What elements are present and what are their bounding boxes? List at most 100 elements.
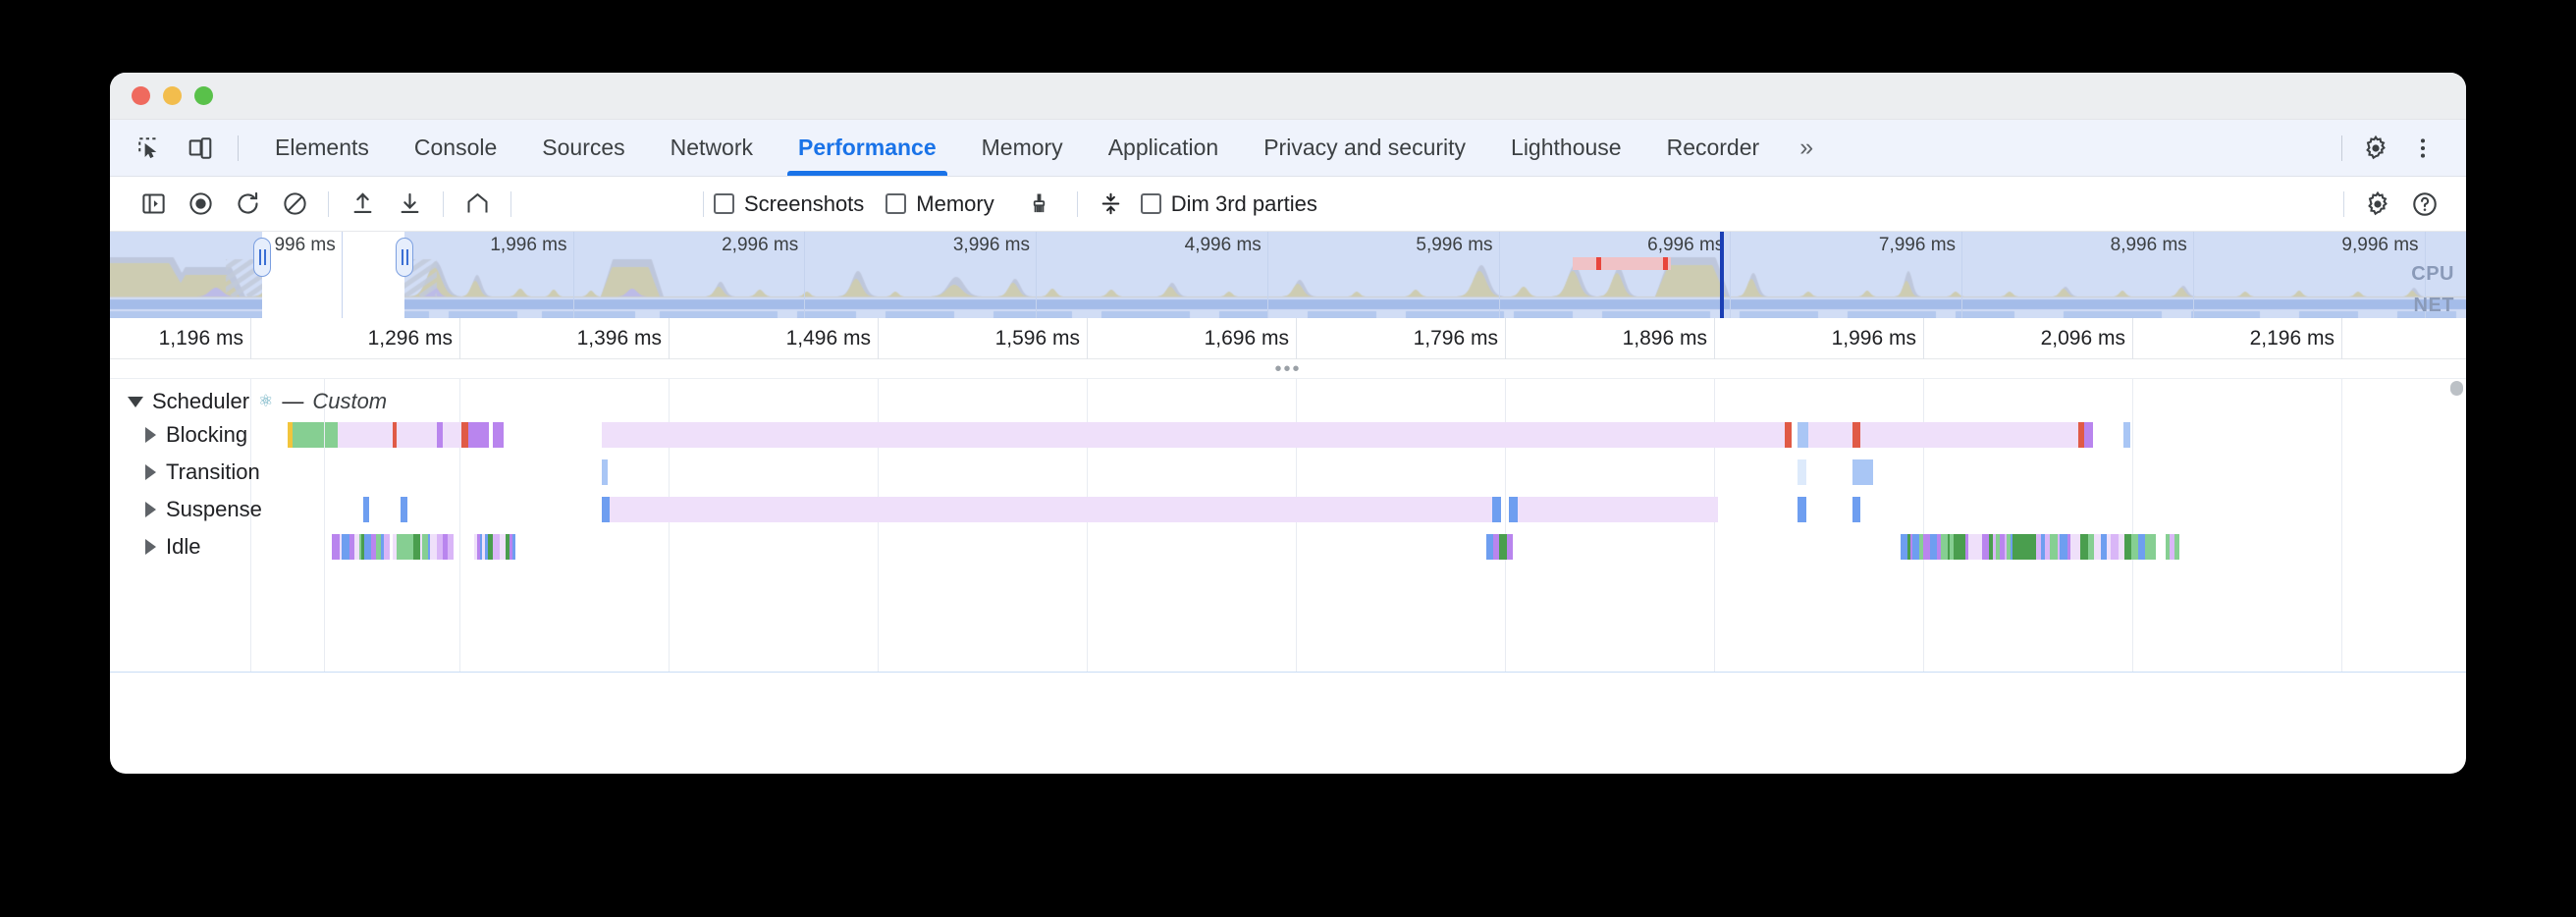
flame-segment[interactable] [2084, 422, 2093, 448]
reload-and-record-icon[interactable] [224, 185, 271, 224]
flame-segment[interactable] [401, 497, 407, 522]
flame-segment[interactable] [2131, 534, 2138, 560]
flame-segment[interactable] [1807, 422, 1852, 448]
flame-segment[interactable] [2010, 534, 2013, 560]
panel-resizer-handle[interactable]: ••• [110, 359, 2466, 379]
flame-segment[interactable] [1507, 534, 1513, 560]
flame-segment[interactable] [1982, 534, 1986, 560]
flame-segment[interactable] [2066, 534, 2070, 560]
flame-segment[interactable] [1499, 534, 1508, 560]
flame-segment[interactable] [1900, 534, 1908, 560]
flame-segment[interactable] [1852, 422, 1861, 448]
overview-long-task-marker[interactable] [1573, 257, 1671, 270]
flame-segment[interactable] [358, 534, 362, 560]
flame-segment[interactable] [467, 422, 489, 448]
flame-segment[interactable] [402, 534, 406, 560]
flame-segment[interactable] [413, 534, 420, 560]
flame-segment[interactable] [448, 534, 455, 560]
flame-segment[interactable] [1798, 497, 1806, 522]
flame-segment[interactable] [1907, 534, 1910, 560]
flame-segment[interactable] [436, 422, 443, 448]
flame-segment[interactable] [339, 534, 343, 560]
flame-segment[interactable] [500, 534, 506, 560]
more-tabs-chevron-icon[interactable]: » [1799, 134, 1814, 161]
flame-segment[interactable] [1968, 534, 1974, 560]
flame-segment[interactable] [2166, 534, 2170, 560]
track-row-blocking[interactable]: Blocking [110, 418, 247, 452]
flame-segment[interactable] [1973, 534, 1976, 560]
flame-segment[interactable] [1964, 534, 1969, 560]
flame-segment[interactable] [2144, 534, 2150, 560]
track-expand-triangle-right-icon[interactable] [145, 427, 156, 443]
flame-segment[interactable] [442, 422, 462, 448]
dim-3rd-parties-checkbox-box[interactable] [1140, 193, 1161, 214]
flame-segment[interactable] [1492, 497, 1501, 522]
flame-segment[interactable] [2069, 534, 2076, 560]
flame-segment[interactable] [2094, 534, 2101, 560]
flame-segment[interactable] [2050, 534, 2058, 560]
flame-segment[interactable] [1852, 459, 1873, 485]
tab-performance[interactable]: Performance [776, 120, 959, 176]
flame-segment[interactable] [509, 534, 513, 560]
flame-segment[interactable] [1919, 534, 1924, 560]
flame-segment[interactable] [487, 534, 494, 560]
clear-icon[interactable] [271, 185, 318, 224]
flame-segment[interactable] [481, 534, 485, 560]
track-expand-triangle-right-icon[interactable] [145, 502, 156, 517]
dim-3rd-parties-checkbox[interactable]: Dim 3rd parties [1140, 191, 1317, 217]
flame-segment[interactable] [493, 422, 504, 448]
flame-segment[interactable] [2059, 534, 2067, 560]
tab-memory[interactable]: Memory [981, 135, 1063, 160]
flame-segment[interactable] [349, 534, 355, 560]
flame-segment[interactable] [2106, 534, 2112, 560]
flame-segment[interactable] [396, 534, 402, 560]
flame-segment[interactable] [361, 534, 365, 560]
settings-gear-icon[interactable] [2354, 129, 2397, 168]
flame-segment[interactable] [429, 534, 437, 560]
flame-segment[interactable] [1999, 534, 2005, 560]
flame-chart-scrollbar-thumb[interactable] [2450, 381, 2463, 396]
group-header-scheduler[interactable]: Scheduler ⚛ — Custom [110, 385, 387, 418]
flame-segment[interactable] [419, 534, 422, 560]
flame-segment[interactable] [2041, 534, 2046, 560]
flame-segment[interactable] [1989, 534, 1993, 560]
flame-segment[interactable] [1493, 534, 1500, 560]
flame-segment[interactable] [2169, 534, 2173, 560]
tab-sources[interactable]: Sources [542, 135, 625, 160]
flame-segment[interactable] [371, 534, 376, 560]
tab-recorder[interactable]: Recorder [1666, 135, 1760, 160]
flame-segment[interactable] [392, 422, 398, 448]
flame-segment[interactable] [2111, 534, 2120, 560]
flame-segment[interactable] [1923, 534, 1931, 560]
tab-network[interactable]: Network [670, 135, 753, 160]
flame-segment[interactable] [1949, 534, 1955, 560]
flame-segment[interactable] [1785, 422, 1792, 448]
flame-segment[interactable] [2123, 422, 2130, 448]
flame-segment[interactable] [383, 534, 391, 560]
help-icon[interactable] [2401, 185, 2448, 224]
collect-garbage-icon[interactable] [1016, 185, 1063, 224]
inspect-element-icon[interactable] [128, 129, 171, 168]
flame-segment[interactable] [1798, 459, 1806, 485]
flame-segment[interactable] [436, 534, 444, 560]
flame-segment[interactable] [2137, 534, 2145, 560]
track-row-idle[interactable]: Idle [110, 530, 200, 564]
flame-segment[interactable] [1985, 534, 1990, 560]
flame-segment[interactable] [1509, 497, 1518, 522]
tab-console[interactable]: Console [413, 135, 498, 160]
overview-selection-handle-left[interactable] [253, 238, 271, 277]
flame-segment[interactable] [346, 534, 349, 560]
flame-chart[interactable]: Scheduler ⚛ — Custom Blocking Transition… [110, 379, 2466, 703]
flame-segment[interactable] [601, 422, 1786, 448]
flame-segment[interactable] [1911, 534, 1920, 560]
flame-segment[interactable] [479, 534, 483, 560]
flame-segment[interactable] [392, 534, 397, 560]
flame-segment[interactable] [505, 534, 510, 560]
flame-segment[interactable] [421, 534, 428, 560]
flame-segment[interactable] [354, 534, 359, 560]
flame-segment[interactable] [601, 459, 609, 485]
maximize-window-button[interactable] [194, 86, 213, 105]
minimize-window-button[interactable] [163, 86, 182, 105]
more-options-icon[interactable] [2401, 129, 2444, 168]
